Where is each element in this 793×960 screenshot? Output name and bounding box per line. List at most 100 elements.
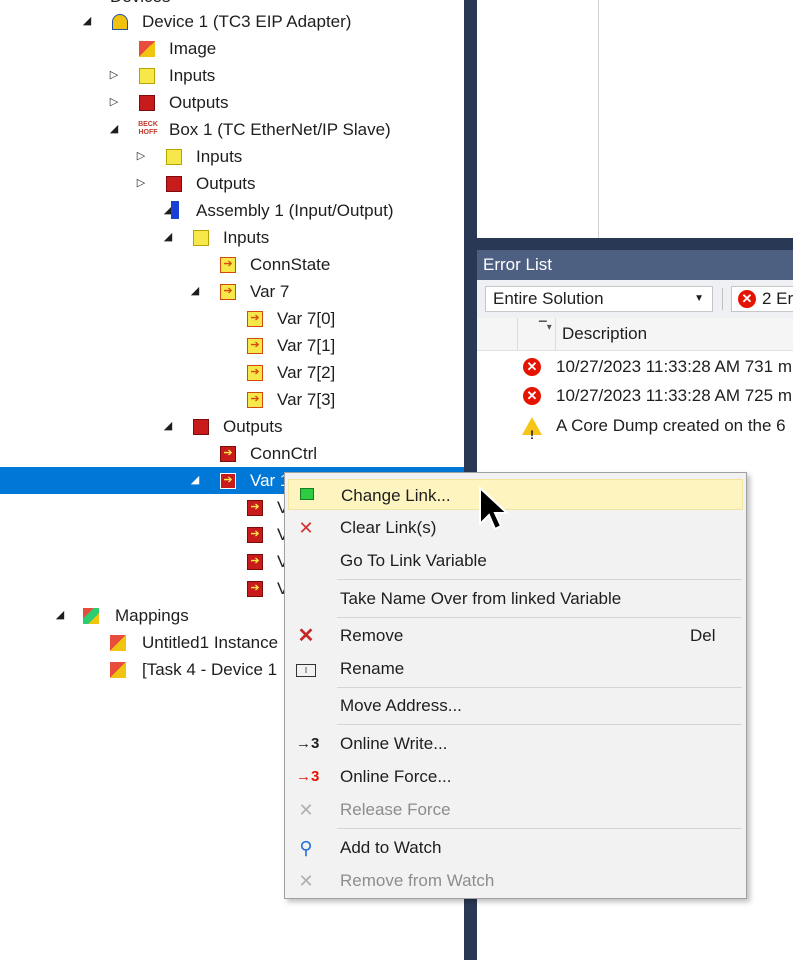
error-icon: ✕ (523, 387, 541, 405)
tree-item-label: Var 7[0] (277, 309, 336, 328)
tree-item-label: Var 1 (250, 471, 290, 490)
expand-arrow-icon[interactable]: ◢ (163, 420, 173, 432)
tree-item-label: Assembly 1 (Input/Output) (196, 201, 394, 220)
tree-item-label: Devices (110, 0, 170, 10)
menu-item-move-address[interactable]: Move Address... (288, 690, 743, 721)
error-row[interactable]: ✕ 10/27/2023 11:33:28 AM 731 m (477, 352, 793, 382)
warning-row[interactable]: ! A Core Dump created on the 6 (477, 411, 793, 441)
error-description: 10/27/2023 11:33:28 AM 731 m (556, 357, 792, 376)
menu-item-label: Remove (340, 626, 404, 645)
clear-link-icon: ✕ (298, 518, 314, 538)
menu-item-change-link[interactable]: Change Link... (288, 479, 743, 510)
outputs-icon (139, 95, 155, 111)
tree-item-label: Var 7 (250, 282, 290, 301)
tree-item-label: Outputs (169, 93, 229, 112)
sort-icon[interactable]: ▔▾ (539, 322, 552, 333)
change-link-icon (297, 486, 317, 506)
release-force-icon: ✕ (298, 800, 314, 820)
menu-item-clear-links[interactable]: ✕ Clear Link(s) (288, 512, 743, 543)
input-variable-icon: ➔ (247, 311, 263, 327)
menu-item-label: Add to Watch (340, 838, 442, 857)
expand-arrow-icon[interactable]: ◢ (190, 285, 200, 297)
menu-item-label: Go To Link Variable (340, 551, 487, 570)
menu-separator (337, 687, 742, 688)
expand-arrow-icon[interactable]: ◢ (163, 231, 173, 243)
error-description: 10/27/2023 11:33:28 AM 725 m (556, 386, 792, 405)
menu-item-label: Move Address... (340, 696, 462, 715)
online-write-icon: →3 (296, 735, 320, 752)
column-header-description[interactable]: Description (562, 324, 648, 343)
collapsed-arrow-icon[interactable]: ▷ (109, 69, 119, 81)
tree-item-label: V (277, 579, 289, 598)
error-icon: ✕ (523, 358, 541, 376)
tree-item-label: Outputs (196, 174, 256, 193)
errors-filter-label: 2 Er (762, 289, 793, 308)
column-divider[interactable] (555, 318, 556, 350)
toolbar-separator (722, 288, 723, 310)
expand-arrow-icon[interactable]: ◢ (190, 474, 200, 486)
mouse-cursor-icon (479, 486, 508, 531)
tree-item-label: V (277, 552, 289, 571)
collapsed-arrow-icon[interactable]: ▷ (136, 177, 146, 189)
menu-item-rename[interactable]: I Rename (288, 653, 743, 684)
inputs-icon (166, 149, 182, 165)
error-list-toolbar: Entire Solution ▼ ✕ 2 Er (477, 280, 793, 318)
input-array-icon: ➔ (220, 284, 236, 300)
error-list-header: ▔▾ Description (477, 318, 793, 351)
tree-item-label: Inputs (169, 66, 216, 85)
image-icon (139, 41, 155, 57)
tree-item-label: Inputs (196, 147, 243, 166)
collapsed-arrow-icon[interactable]: ▷ (109, 96, 119, 108)
tree-item-label: V (277, 498, 289, 517)
tree-item-label: Inputs (223, 228, 270, 247)
output-array-icon: ➔ (220, 473, 236, 489)
collapsed-arrow-icon[interactable]: ▷ (136, 150, 146, 162)
menu-item-online-write[interactable]: →3 Online Write... (288, 728, 743, 759)
context-menu: Change Link... ✕ Clear Link(s) Go To Lin… (284, 472, 747, 899)
tree-item-label: Var 7[1] (277, 336, 336, 355)
tree-item-label: Var 7[3] (277, 390, 336, 409)
menu-item-take-name-over[interactable]: Take Name Over from linked Variable (288, 583, 743, 614)
editor-area (477, 0, 793, 238)
menu-item-online-force[interactable]: →3 Online Force... (288, 761, 743, 792)
scope-dropdown[interactable]: Entire Solution ▼ (485, 286, 713, 312)
menu-item-go-to-link-variable[interactable]: Go To Link Variable (288, 545, 743, 576)
menu-item-remove-from-watch[interactable]: ✕ Remove from Watch (288, 865, 743, 896)
error-description: A Core Dump created on the 6 (556, 416, 786, 435)
expand-arrow-icon[interactable]: ◢ (109, 123, 119, 135)
tree-item-label: [Task 4 - Device 1 (142, 660, 278, 679)
menu-item-shortcut: Del (690, 626, 716, 645)
mappings-icon (83, 608, 99, 624)
error-list-title: Error List (477, 250, 793, 280)
input-variable-icon: ➔ (247, 365, 263, 381)
menu-item-release-force[interactable]: ✕ Release Force (288, 794, 743, 825)
menu-item-label: Online Write... (340, 734, 448, 753)
expand-arrow-icon[interactable]: ◢ (82, 15, 92, 27)
editor-column-separator (598, 0, 599, 238)
mapping-icon (110, 662, 126, 678)
scope-dropdown-value: Entire Solution (493, 289, 604, 308)
column-divider[interactable] (517, 318, 518, 350)
mapping-icon (110, 635, 126, 651)
tree-item-label: Box 1 (TC EtherNet/IP Slave) (169, 120, 391, 139)
error-row[interactable]: ✕ 10/27/2023 11:33:28 AM 725 m (477, 381, 793, 411)
tree-item-label: Var 7[2] (277, 363, 336, 382)
menu-item-label: Rename (340, 659, 405, 678)
online-force-icon: →3 (296, 768, 320, 785)
tree-item-label: Untitled1 Instance (142, 633, 279, 652)
menu-item-remove[interactable]: ✕ Remove Del (288, 620, 743, 651)
menu-item-add-to-watch[interactable]: ⚲ Add to Watch (288, 832, 743, 863)
menu-item-label: Take Name Over from linked Variable (340, 589, 622, 608)
expand-arrow-icon[interactable]: ◢ (163, 204, 173, 216)
tree-item-label: Device 1 (TC3 EIP Adapter) (142, 12, 352, 31)
tree-item-label: Image (169, 39, 217, 58)
output-variable-icon: ➔ (247, 527, 263, 543)
errors-filter-button[interactable]: ✕ 2 Er (731, 286, 793, 312)
output-variable-icon: ➔ (247, 581, 263, 597)
expand-arrow-icon[interactable]: ◢ (55, 609, 65, 621)
menu-item-label: Clear Link(s) (340, 518, 437, 537)
menu-separator (337, 579, 742, 580)
input-variable-icon: ➔ (220, 257, 236, 273)
chevron-down-icon: ▼ (694, 293, 704, 304)
